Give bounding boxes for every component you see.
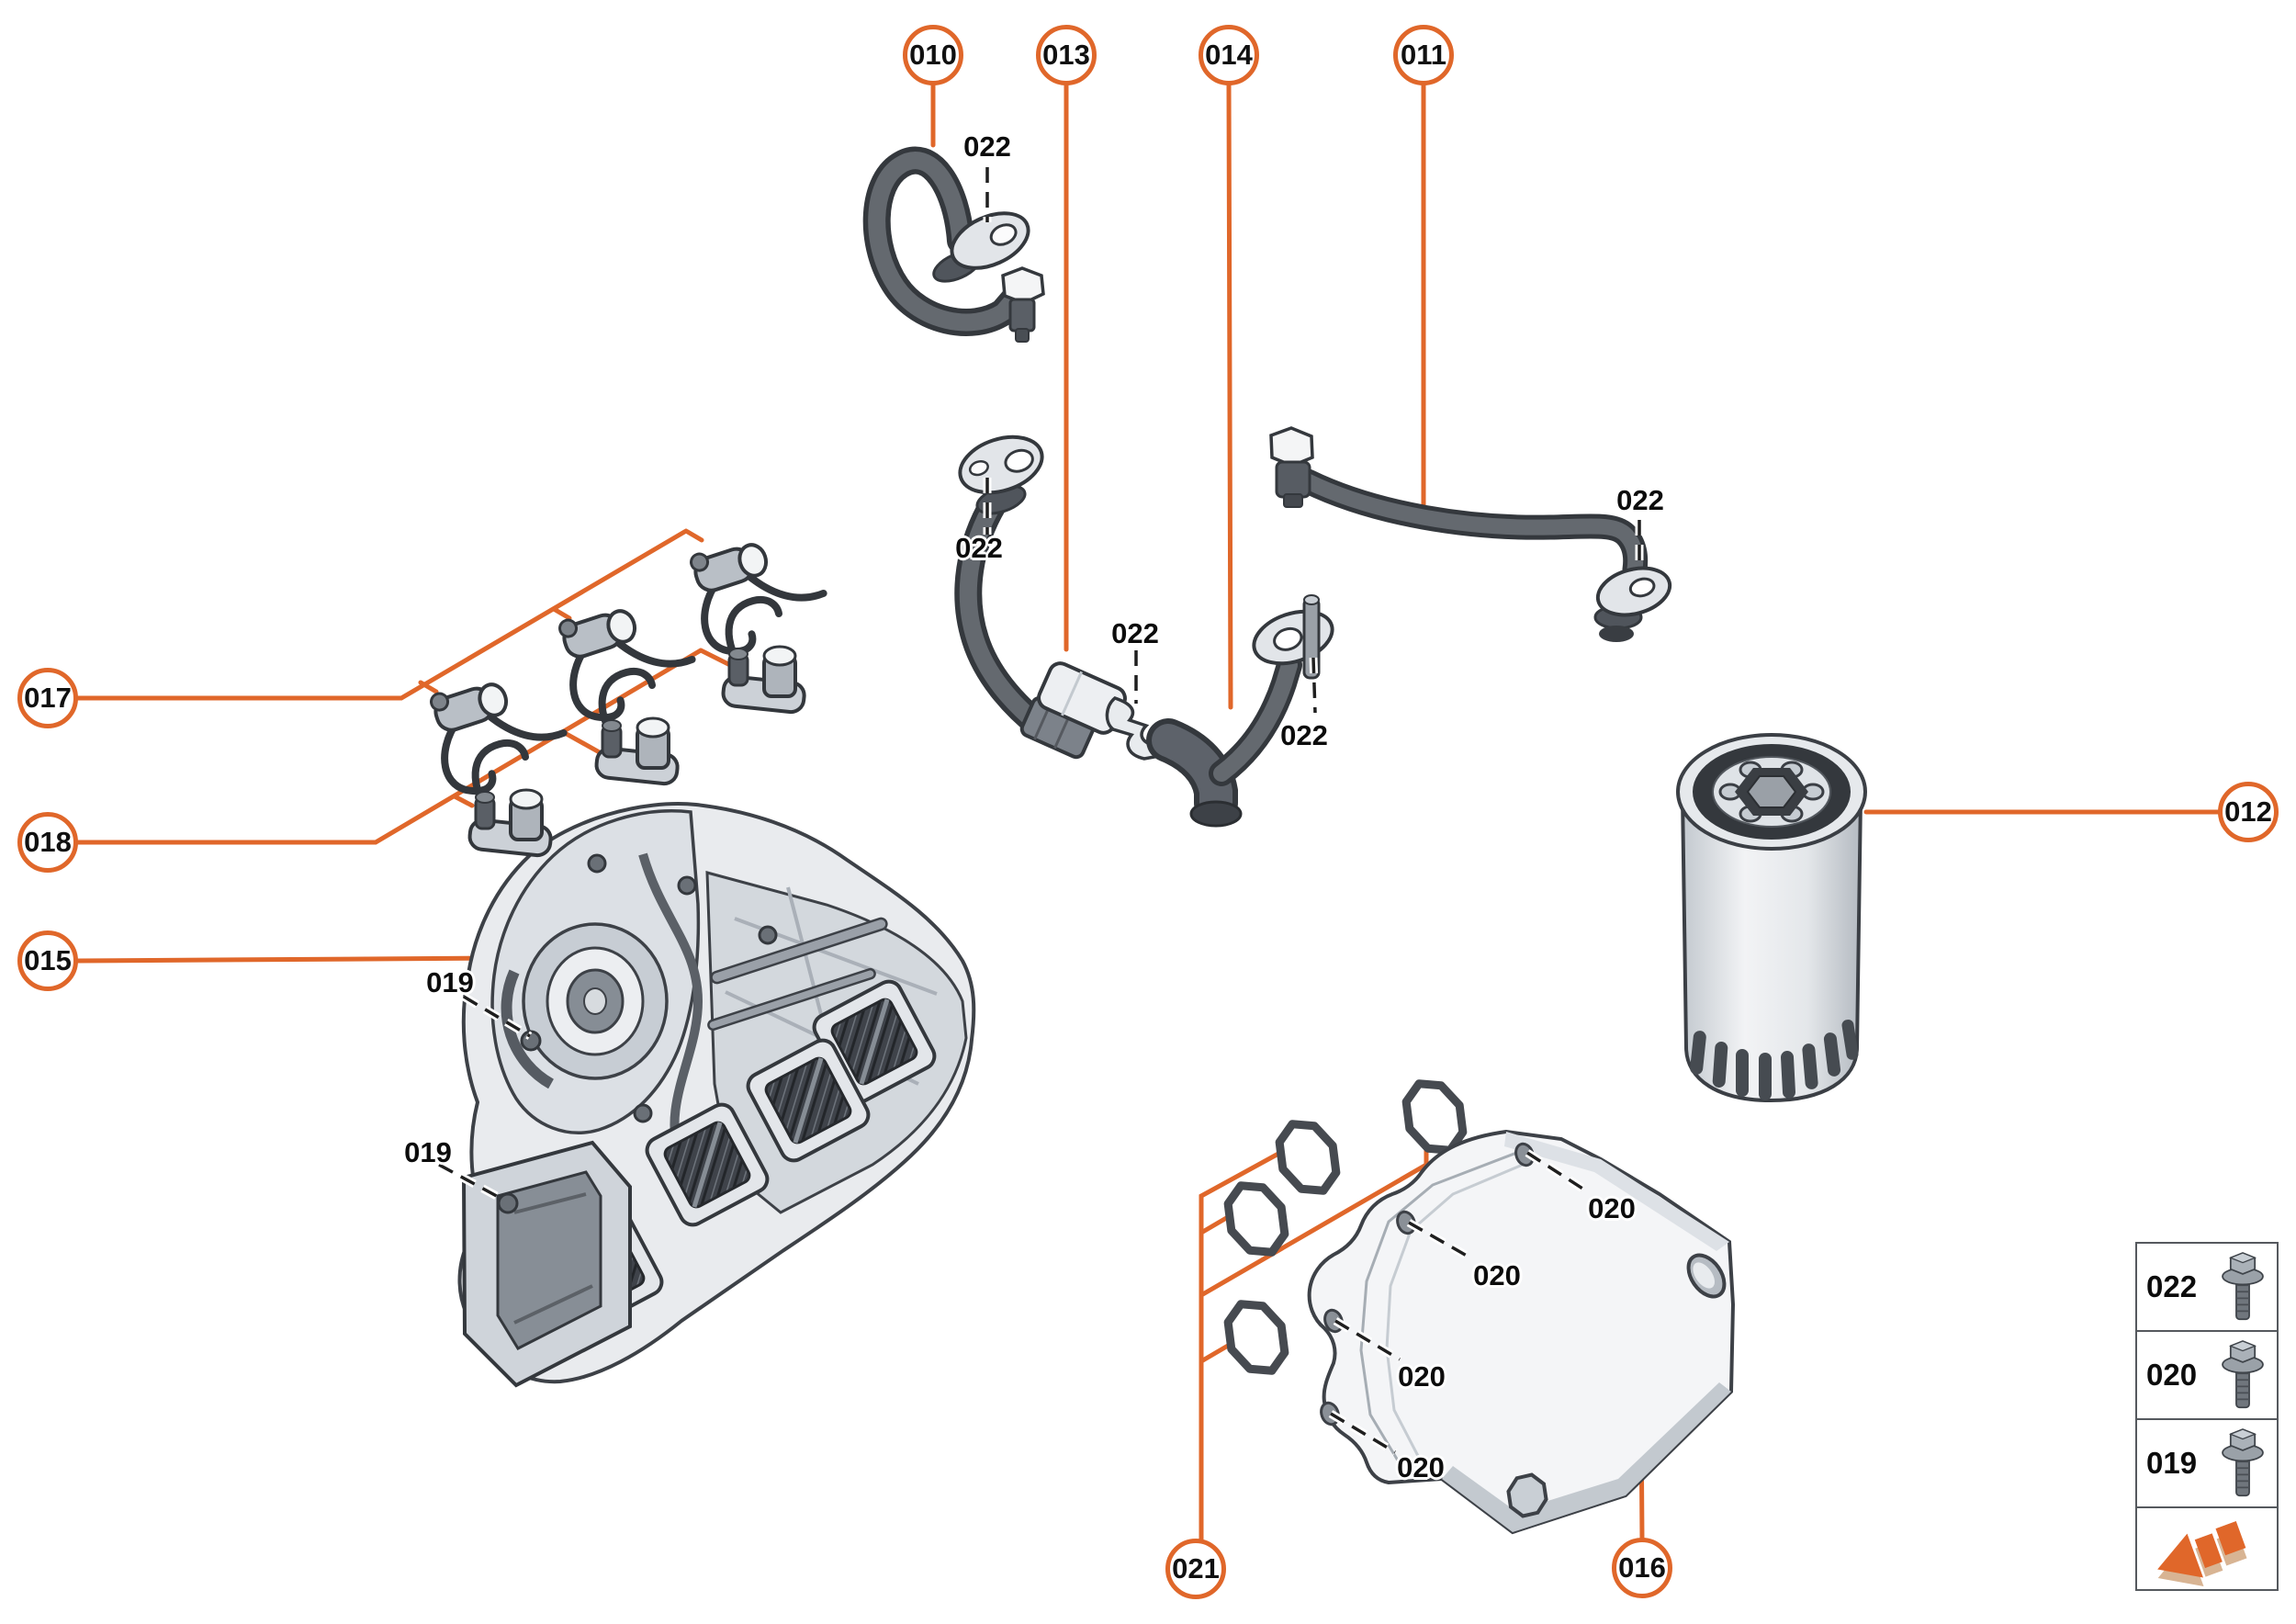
part-label-022: 022 bbox=[1280, 719, 1328, 751]
dashed-leaders bbox=[436, 167, 1644, 1456]
part-label-020: 020 bbox=[1588, 1192, 1636, 1224]
part-label-019: 019 bbox=[404, 1136, 452, 1168]
part-label-020: 020 bbox=[1397, 1451, 1445, 1483]
callout-013[interactable]: 013 bbox=[1036, 25, 1097, 85]
callout-016[interactable]: 016 bbox=[1612, 1538, 1672, 1598]
legend-row-020[interactable]: 020 bbox=[2137, 1332, 2277, 1420]
leader-018 bbox=[75, 648, 733, 845]
leader-021 bbox=[1199, 1142, 1429, 1542]
callout-017[interactable]: 017 bbox=[17, 668, 78, 728]
part-label-022: 022 bbox=[955, 532, 1003, 564]
callout-010[interactable]: 010 bbox=[903, 25, 963, 85]
part-012-oil-filter[interactable] bbox=[1676, 733, 1867, 1103]
part-label-019: 019 bbox=[426, 966, 474, 998]
callout-018[interactable]: 018 bbox=[17, 812, 78, 873]
part-label-022: 022 bbox=[1616, 484, 1664, 516]
direction-arrow-icon bbox=[2157, 1521, 2247, 1586]
legend-label-022: 022 bbox=[2146, 1269, 2198, 1303]
leader-lines bbox=[75, 82, 2222, 1542]
legend-row-direction bbox=[2137, 1508, 2277, 1589]
callout-014[interactable]: 014 bbox=[1199, 25, 1259, 85]
leader-014 bbox=[1226, 82, 1233, 710]
filter-skirt bbox=[1690, 1020, 1859, 1100]
callout-021[interactable]: 021 bbox=[1165, 1539, 1226, 1599]
part-label-022: 022 bbox=[1111, 617, 1159, 649]
part-label-020: 020 bbox=[1473, 1259, 1521, 1291]
part-010-hose[interactable] bbox=[862, 146, 1045, 343]
callout-012[interactable]: 012 bbox=[2218, 782, 2279, 842]
part-014-pipe[interactable] bbox=[1146, 594, 1339, 828]
leader-017 bbox=[75, 528, 704, 701]
flange-bolt-icon bbox=[2222, 1340, 2264, 1409]
cover-bolt-holes bbox=[1320, 1142, 1535, 1427]
flange-bolt-icon bbox=[2222, 1252, 2264, 1321]
legend-table: 022 020 019 bbox=[2135, 1242, 2279, 1591]
part-013-pipe[interactable] bbox=[953, 427, 1167, 761]
part-011-hose[interactable] bbox=[1269, 426, 1675, 642]
legend-row-022[interactable]: 022 bbox=[2137, 1244, 2277, 1332]
legend-row-019[interactable]: 019 bbox=[2137, 1420, 2277, 1508]
legend-label-020: 020 bbox=[2146, 1358, 2198, 1392]
part-label-022: 022 bbox=[963, 130, 1011, 163]
leader-015 bbox=[75, 955, 513, 964]
bolt-019-targets bbox=[497, 853, 778, 1214]
part-label-020: 020 bbox=[1398, 1360, 1446, 1393]
part-015-drive-unit[interactable] bbox=[457, 802, 976, 1388]
callout-015[interactable]: 015 bbox=[17, 930, 78, 991]
flange-bolt-icon bbox=[2222, 1428, 2264, 1497]
callout-011[interactable]: 011 bbox=[1393, 25, 1454, 85]
legend-label-019: 019 bbox=[2146, 1446, 2198, 1480]
part-016-cover[interactable] bbox=[1307, 1129, 1736, 1535]
